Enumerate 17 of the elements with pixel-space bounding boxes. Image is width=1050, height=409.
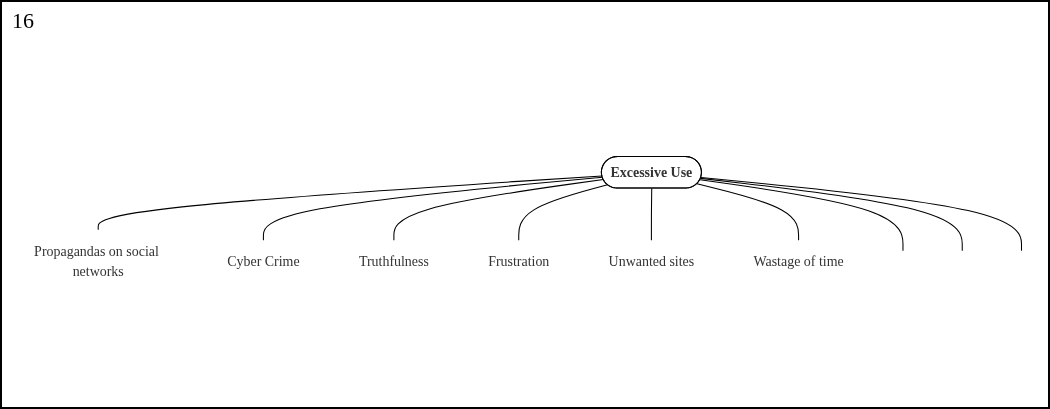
page-number: 16: [12, 8, 34, 33]
connector-line: [700, 176, 1023, 252]
connector-line: [700, 177, 963, 252]
topic-label: Frustration: [488, 253, 550, 269]
topic-label: Wastage of time: [753, 253, 844, 269]
topic-label: Unwanted sites: [608, 253, 695, 269]
topic-box: Excessive Use: [600, 156, 702, 189]
connector-line: [699, 179, 904, 252]
topic-label: Truthfulness: [358, 253, 429, 269]
connector-line: [393, 178, 604, 241]
topic-label: Cyber Crime: [227, 253, 300, 269]
connector-line: [696, 183, 800, 241]
connector-line: [650, 187, 653, 241]
topic-label: Propagandas on social networks: [34, 242, 159, 280]
connector-line: [97, 175, 603, 231]
connector-line: [518, 184, 609, 241]
connector-line: [262, 176, 603, 241]
